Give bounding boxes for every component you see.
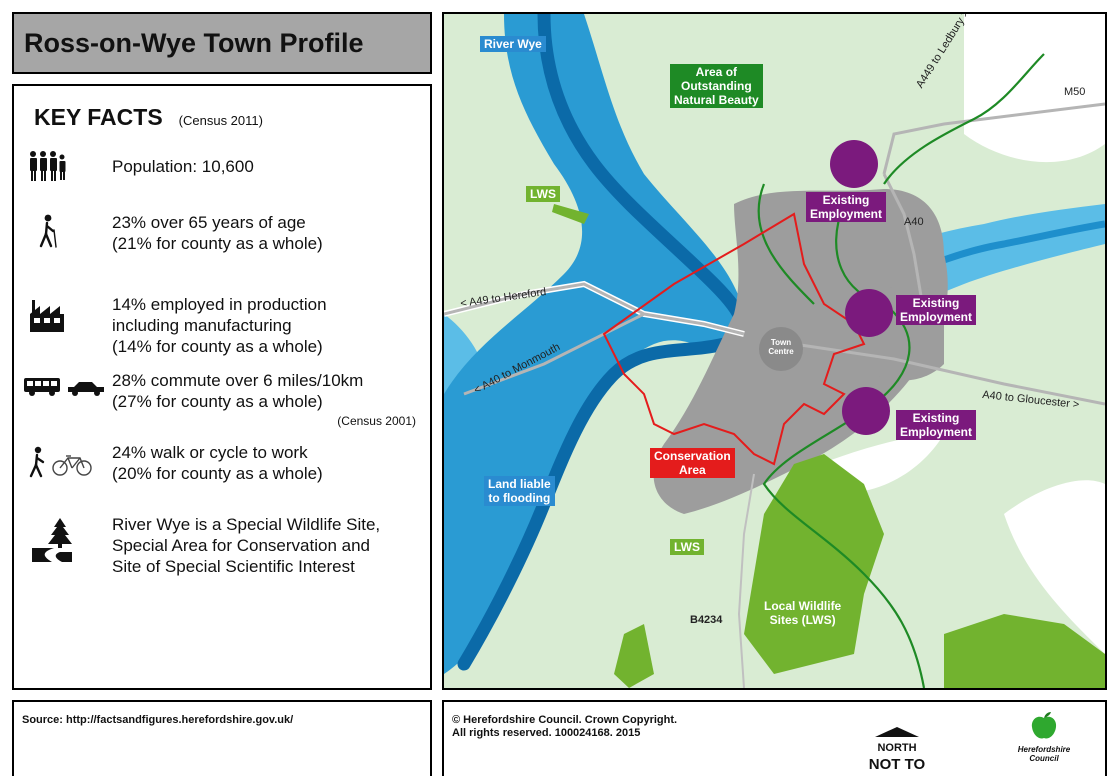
- road-label-m50: M50: [1064, 86, 1086, 98]
- employment-line: Existing: [912, 411, 960, 425]
- lws-label: LWS: [670, 539, 704, 555]
- apple-logo-icon: [1031, 712, 1057, 739]
- flooding-label: Land liable to flooding: [484, 476, 555, 506]
- employment-line: Employment: [900, 425, 973, 439]
- copyright-line: All rights reserved. 100024168. 2015: [452, 727, 641, 739]
- employment-line: Employment: [900, 310, 973, 324]
- key-facts-header: KEY FACTS (Census 2011): [34, 104, 263, 131]
- north-arrow-icon: [875, 727, 919, 737]
- fact-line: 28% commute over 6 miles/10km: [112, 371, 364, 390]
- copyright-text: © Herefordshire Council. Crown Copyright…: [452, 714, 677, 740]
- employment-marker: [845, 289, 893, 337]
- employment-marker: [842, 387, 890, 435]
- source-text: Source: http://factsandfigures.herefords…: [22, 714, 294, 726]
- logo-text: Herefordshire Council: [1004, 745, 1084, 763]
- north-label: NORTH: [877, 742, 917, 754]
- fact-line: 23% over 65 years of age: [112, 213, 306, 232]
- aonb-label: Area of Outstanding Natural Beauty: [670, 64, 763, 108]
- lws-label: LWS: [526, 186, 560, 202]
- fact-line: River Wye is a Special Wildlife Site,: [112, 515, 381, 534]
- conservation-area-boundary: [602, 212, 866, 466]
- local-wildlife-line: Local Wildlife: [764, 599, 842, 613]
- town-centre-line: Town: [770, 338, 792, 347]
- fact-production: 14% employed in production including man…: [14, 292, 430, 358]
- logo-line: Herefordshire: [1017, 745, 1071, 754]
- fact-line: Site of Special Scientific Interest: [112, 557, 355, 576]
- flood-zone-main: [444, 14, 750, 674]
- fact-text: Population: 10,600: [112, 156, 254, 177]
- fact-line: (20% for county as a whole): [112, 464, 323, 483]
- copyright-panel: © Herefordshire Council. Crown Copyright…: [442, 700, 1107, 776]
- source-panel: Source: http://factsandfigures.herefords…: [12, 700, 432, 776]
- page-title: Ross-on-Wye Town Profile: [24, 27, 364, 58]
- town-centre-label: Town Centre: [762, 338, 800, 356]
- local-wildlife-line: Sites (LWS): [769, 613, 836, 627]
- people-icon: [28, 150, 98, 187]
- flooding-line: to flooding: [488, 491, 551, 505]
- key-facts-panel: KEY FACTS (Census 2011) Population: 10,6…: [12, 84, 432, 690]
- employment-line: Existing: [822, 193, 870, 207]
- logo-line: Council: [1029, 754, 1059, 763]
- walking-stick-person-icon: [36, 214, 106, 253]
- conservation-line: Conservation: [654, 449, 731, 463]
- fact-line: (27% for county as a whole): [112, 392, 323, 411]
- aonb-boundary: [883, 53, 1045, 185]
- aonb-line: Area of: [695, 65, 738, 79]
- fact-population: Population: 10,600: [14, 146, 430, 186]
- fact-walk-cycle: 24% walk or cycle to work (20% for count…: [14, 440, 430, 490]
- fact-line: Population: 10,600: [112, 157, 254, 176]
- fact-line: including manufacturing: [112, 316, 292, 335]
- employment-label: Existing Employment: [896, 410, 977, 440]
- fact-line: 24% walk or cycle to work: [112, 443, 308, 462]
- aonb-line: Natural Beauty: [674, 93, 759, 107]
- census-note: (Census 2011): [178, 113, 263, 128]
- bus-car-icon: [24, 376, 104, 403]
- census-2001-note: (Census 2001): [337, 414, 416, 428]
- fact-commute: 28% commute over 6 miles/10km (27% for c…: [14, 368, 430, 432]
- factory-icon: [30, 300, 100, 337]
- employment-label: Existing Employment: [806, 192, 887, 222]
- north-indicator: NORTH NOT TO SCALE: [842, 724, 952, 776]
- employment-line: Employment: [810, 207, 883, 221]
- employment-label: Existing Employment: [896, 295, 977, 325]
- herefordshire-logo: Herefordshire Council: [1004, 712, 1084, 763]
- title-box: Ross-on-Wye Town Profile: [12, 12, 432, 74]
- town-centre-marker: [759, 327, 803, 371]
- employment-line: Existing: [912, 296, 960, 310]
- aonb-line: Outstanding: [681, 79, 752, 93]
- town-map: River Wye Area of Outstanding Natural Be…: [442, 12, 1107, 690]
- fact-text: 23% over 65 years of age (21% for county…: [112, 212, 323, 254]
- fact-line: (21% for county as a whole): [112, 234, 323, 253]
- employment-marker: [830, 140, 878, 188]
- flooding-line: Land liable: [488, 477, 551, 491]
- fact-text: 14% employed in production including man…: [112, 294, 327, 357]
- river-tree-icon: [32, 518, 102, 567]
- town-centre-line: Centre: [768, 347, 794, 356]
- conservation-line: Area: [679, 463, 706, 477]
- road-label-b4234: B4234: [690, 614, 723, 626]
- river-wye-label: River Wye: [480, 36, 546, 52]
- fact-text: River Wye is a Special Wildlife Site, Sp…: [112, 514, 380, 577]
- key-facts-heading: KEY FACTS: [34, 104, 163, 130]
- fact-text: 24% walk or cycle to work (20% for count…: [112, 442, 323, 484]
- road-label-a40: A40: [904, 216, 924, 228]
- local-wildlife-label: Local Wildlife Sites (LWS): [760, 598, 846, 628]
- walk-bicycle-icon: [28, 446, 98, 483]
- copyright-line: © Herefordshire Council. Crown Copyright…: [452, 714, 678, 726]
- fact-line: Special Area for Conservation and: [112, 536, 370, 555]
- scale-note: NOT TO SCALE: [868, 756, 926, 776]
- map-canvas: [444, 14, 1105, 688]
- fact-river-wye: River Wye is a Special Wildlife Site, Sp…: [14, 510, 430, 580]
- fact-line: (14% for county as a whole): [112, 337, 323, 356]
- fact-line: 14% employed in production: [112, 295, 327, 314]
- fact-over-65: 23% over 65 years of age (21% for county…: [14, 208, 430, 258]
- fact-text: 28% commute over 6 miles/10km (27% for c…: [112, 370, 363, 412]
- conservation-label: Conservation Area: [650, 448, 735, 478]
